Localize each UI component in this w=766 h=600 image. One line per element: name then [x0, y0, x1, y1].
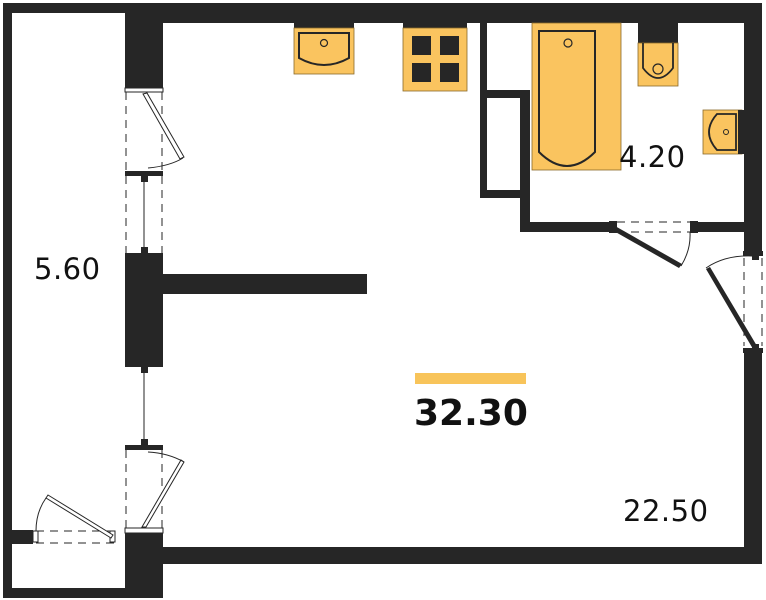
- living-room-area-label: 22.50: [623, 494, 709, 528]
- bathtub-icon: [531, 22, 622, 171]
- total-area-accent-bar: [415, 373, 526, 384]
- entrance-door: [705, 251, 763, 353]
- total-area-label: 32.30: [414, 393, 528, 434]
- window-lower: [124, 362, 185, 534]
- bathroom-door: [609, 221, 698, 268]
- bathroom-sink-icon: [702, 109, 744, 155]
- toilet-icon: [637, 23, 679, 87]
- balcony-walls: [3, 3, 163, 598]
- balcony-area-label: 5.60: [34, 252, 101, 286]
- walls: [125, 3, 762, 598]
- window-upper: [124, 87, 185, 258]
- stove-icon: [402, 22, 468, 92]
- kitchen-sink-icon: [293, 22, 355, 75]
- bathroom-area-label: 4.20: [619, 140, 686, 174]
- balcony-door: [32, 494, 118, 544]
